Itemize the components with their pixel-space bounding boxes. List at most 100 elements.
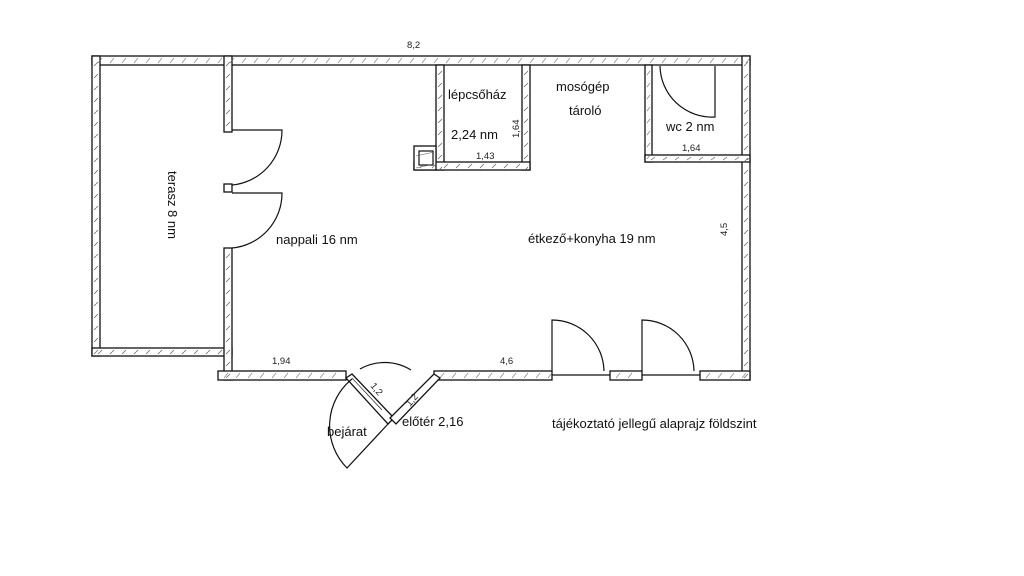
wall-hatch-line <box>743 229 749 235</box>
wall-hatch-line <box>717 372 723 379</box>
wall-hatch-line <box>439 372 445 379</box>
wall-hatch-line <box>437 142 443 148</box>
wall-hatch-line <box>743 121 749 127</box>
wall-entry-right <box>389 373 442 425</box>
dim-top-width: 8,2 <box>407 40 420 51</box>
wall-hatch-line <box>565 57 571 64</box>
wall-hatch-line <box>535 372 541 379</box>
dim-stair-width: 1,43 <box>476 151 495 162</box>
wall-hatch-line <box>307 372 313 379</box>
wall-hatch-line <box>97 349 103 355</box>
wall-hatch-line <box>523 372 529 379</box>
wall-hatch-line <box>93 169 99 175</box>
wall-hatch-line <box>193 349 199 355</box>
wall-hatch-line <box>133 57 139 64</box>
wall-stair-left <box>435 64 445 171</box>
wall-hatch-line <box>523 118 529 124</box>
wall-hatch-line <box>415 151 435 157</box>
door-entry <box>329 378 389 469</box>
wall-hatch-line <box>97 57 103 64</box>
wall-hatch-line <box>523 166 529 172</box>
wall-hatch-line <box>743 349 749 355</box>
wall-hatch-line <box>121 57 127 64</box>
wall-hatch-line <box>437 166 443 172</box>
wall-hatch-line <box>745 57 751 64</box>
wall-hatch-line <box>529 57 535 64</box>
room-etkezo: étkező+konyha 19 nm <box>528 231 656 246</box>
wall-hatch-line <box>169 349 175 355</box>
wall-hatch-line <box>463 372 469 379</box>
wall-hatch-line <box>93 313 99 319</box>
wall-hatch-line <box>217 57 223 64</box>
wall-hatch-line <box>646 118 651 124</box>
wall-hatch-line <box>93 241 99 247</box>
wall-hatch-line <box>93 73 99 79</box>
room-terasz: terasz 8 nm <box>165 171 180 239</box>
stair-shaft-inner <box>418 150 434 166</box>
labels: terasz 8 nm nappali 16 nm lépcsőház 2,24… <box>165 79 757 439</box>
wall-hatch-line <box>646 82 651 88</box>
door-kitchen-2 <box>641 319 695 372</box>
wall-hatch-line <box>613 57 619 64</box>
wall-hatch-line <box>615 372 621 379</box>
wall-hatch-line <box>743 373 749 379</box>
wall-hatch-line <box>397 57 403 64</box>
wall-hatch-line <box>646 106 651 112</box>
wall-hatch-line <box>743 85 749 91</box>
wall-wc-left <box>644 64 653 163</box>
wall-hatch-line <box>225 265 231 271</box>
wall-hatch-line <box>205 57 211 64</box>
wall-hatch-line <box>337 57 343 64</box>
room-eloter: előtér 2,16 <box>402 414 463 429</box>
door-kitchen-1 <box>551 319 605 372</box>
wall-hatch-line <box>415 163 435 169</box>
room-mosogep: mosógép <box>556 79 609 94</box>
wall-hatch-line <box>743 253 749 259</box>
wall-hatch-line <box>331 372 337 379</box>
wall-hatch-line <box>649 57 655 64</box>
wall-hatch-line <box>499 372 505 379</box>
wall-hatch-line <box>646 94 651 100</box>
wall-hatch-line <box>93 121 99 127</box>
wall-hatch-line <box>437 82 443 88</box>
wall-hatch-line <box>710 156 716 161</box>
wall-hatch-line <box>157 349 163 355</box>
wall-hatch-line <box>457 57 463 64</box>
wall-hatch-line <box>721 57 727 64</box>
wall-hatch-line <box>93 265 99 271</box>
wall-hatch-line <box>743 313 749 319</box>
wall-hatch-line <box>734 156 740 161</box>
wall-hatch-line <box>662 156 668 161</box>
wall-terrace-bottom <box>91 347 233 357</box>
dim-bottom-right: 4,6 <box>500 356 513 367</box>
wall-hatch-line <box>225 325 231 331</box>
wall-hatch-line <box>93 145 99 151</box>
wall-hatch-line <box>225 361 231 367</box>
wall-hatch-line <box>247 372 253 379</box>
wall-top <box>91 55 751 66</box>
wall-hatch-line <box>93 253 99 259</box>
wall-hatch-line <box>475 372 481 379</box>
wall-hatch-line <box>437 94 443 100</box>
dim-wc-width: 1,64 <box>682 143 701 154</box>
wall-hatch-line <box>743 301 749 307</box>
wall-hatch-line <box>741 372 747 379</box>
door-terrace-2 <box>231 192 283 249</box>
wall-hatch-line <box>93 325 99 331</box>
wall-hatch-line <box>181 57 187 64</box>
wall-wc-bottom <box>644 154 751 163</box>
wall-hatch-line <box>283 372 289 379</box>
wall-hatch-line <box>289 57 295 64</box>
wall-hatch-line <box>743 205 749 211</box>
wall-hatch-line <box>505 57 511 64</box>
door-entry-inner <box>359 361 412 371</box>
wall-hatch-line <box>523 130 529 136</box>
wall-hatch-line <box>93 217 99 223</box>
room-mosogep-tarolo: tároló <box>569 103 602 118</box>
door-wc <box>659 65 716 118</box>
dim-right-height: 4,5 <box>719 223 730 236</box>
wall-hatch-line <box>743 61 749 67</box>
wall-hatch-line <box>437 154 443 160</box>
room-nappali: nappali 16 nm <box>276 232 358 247</box>
wall-hatch-line <box>193 57 199 64</box>
